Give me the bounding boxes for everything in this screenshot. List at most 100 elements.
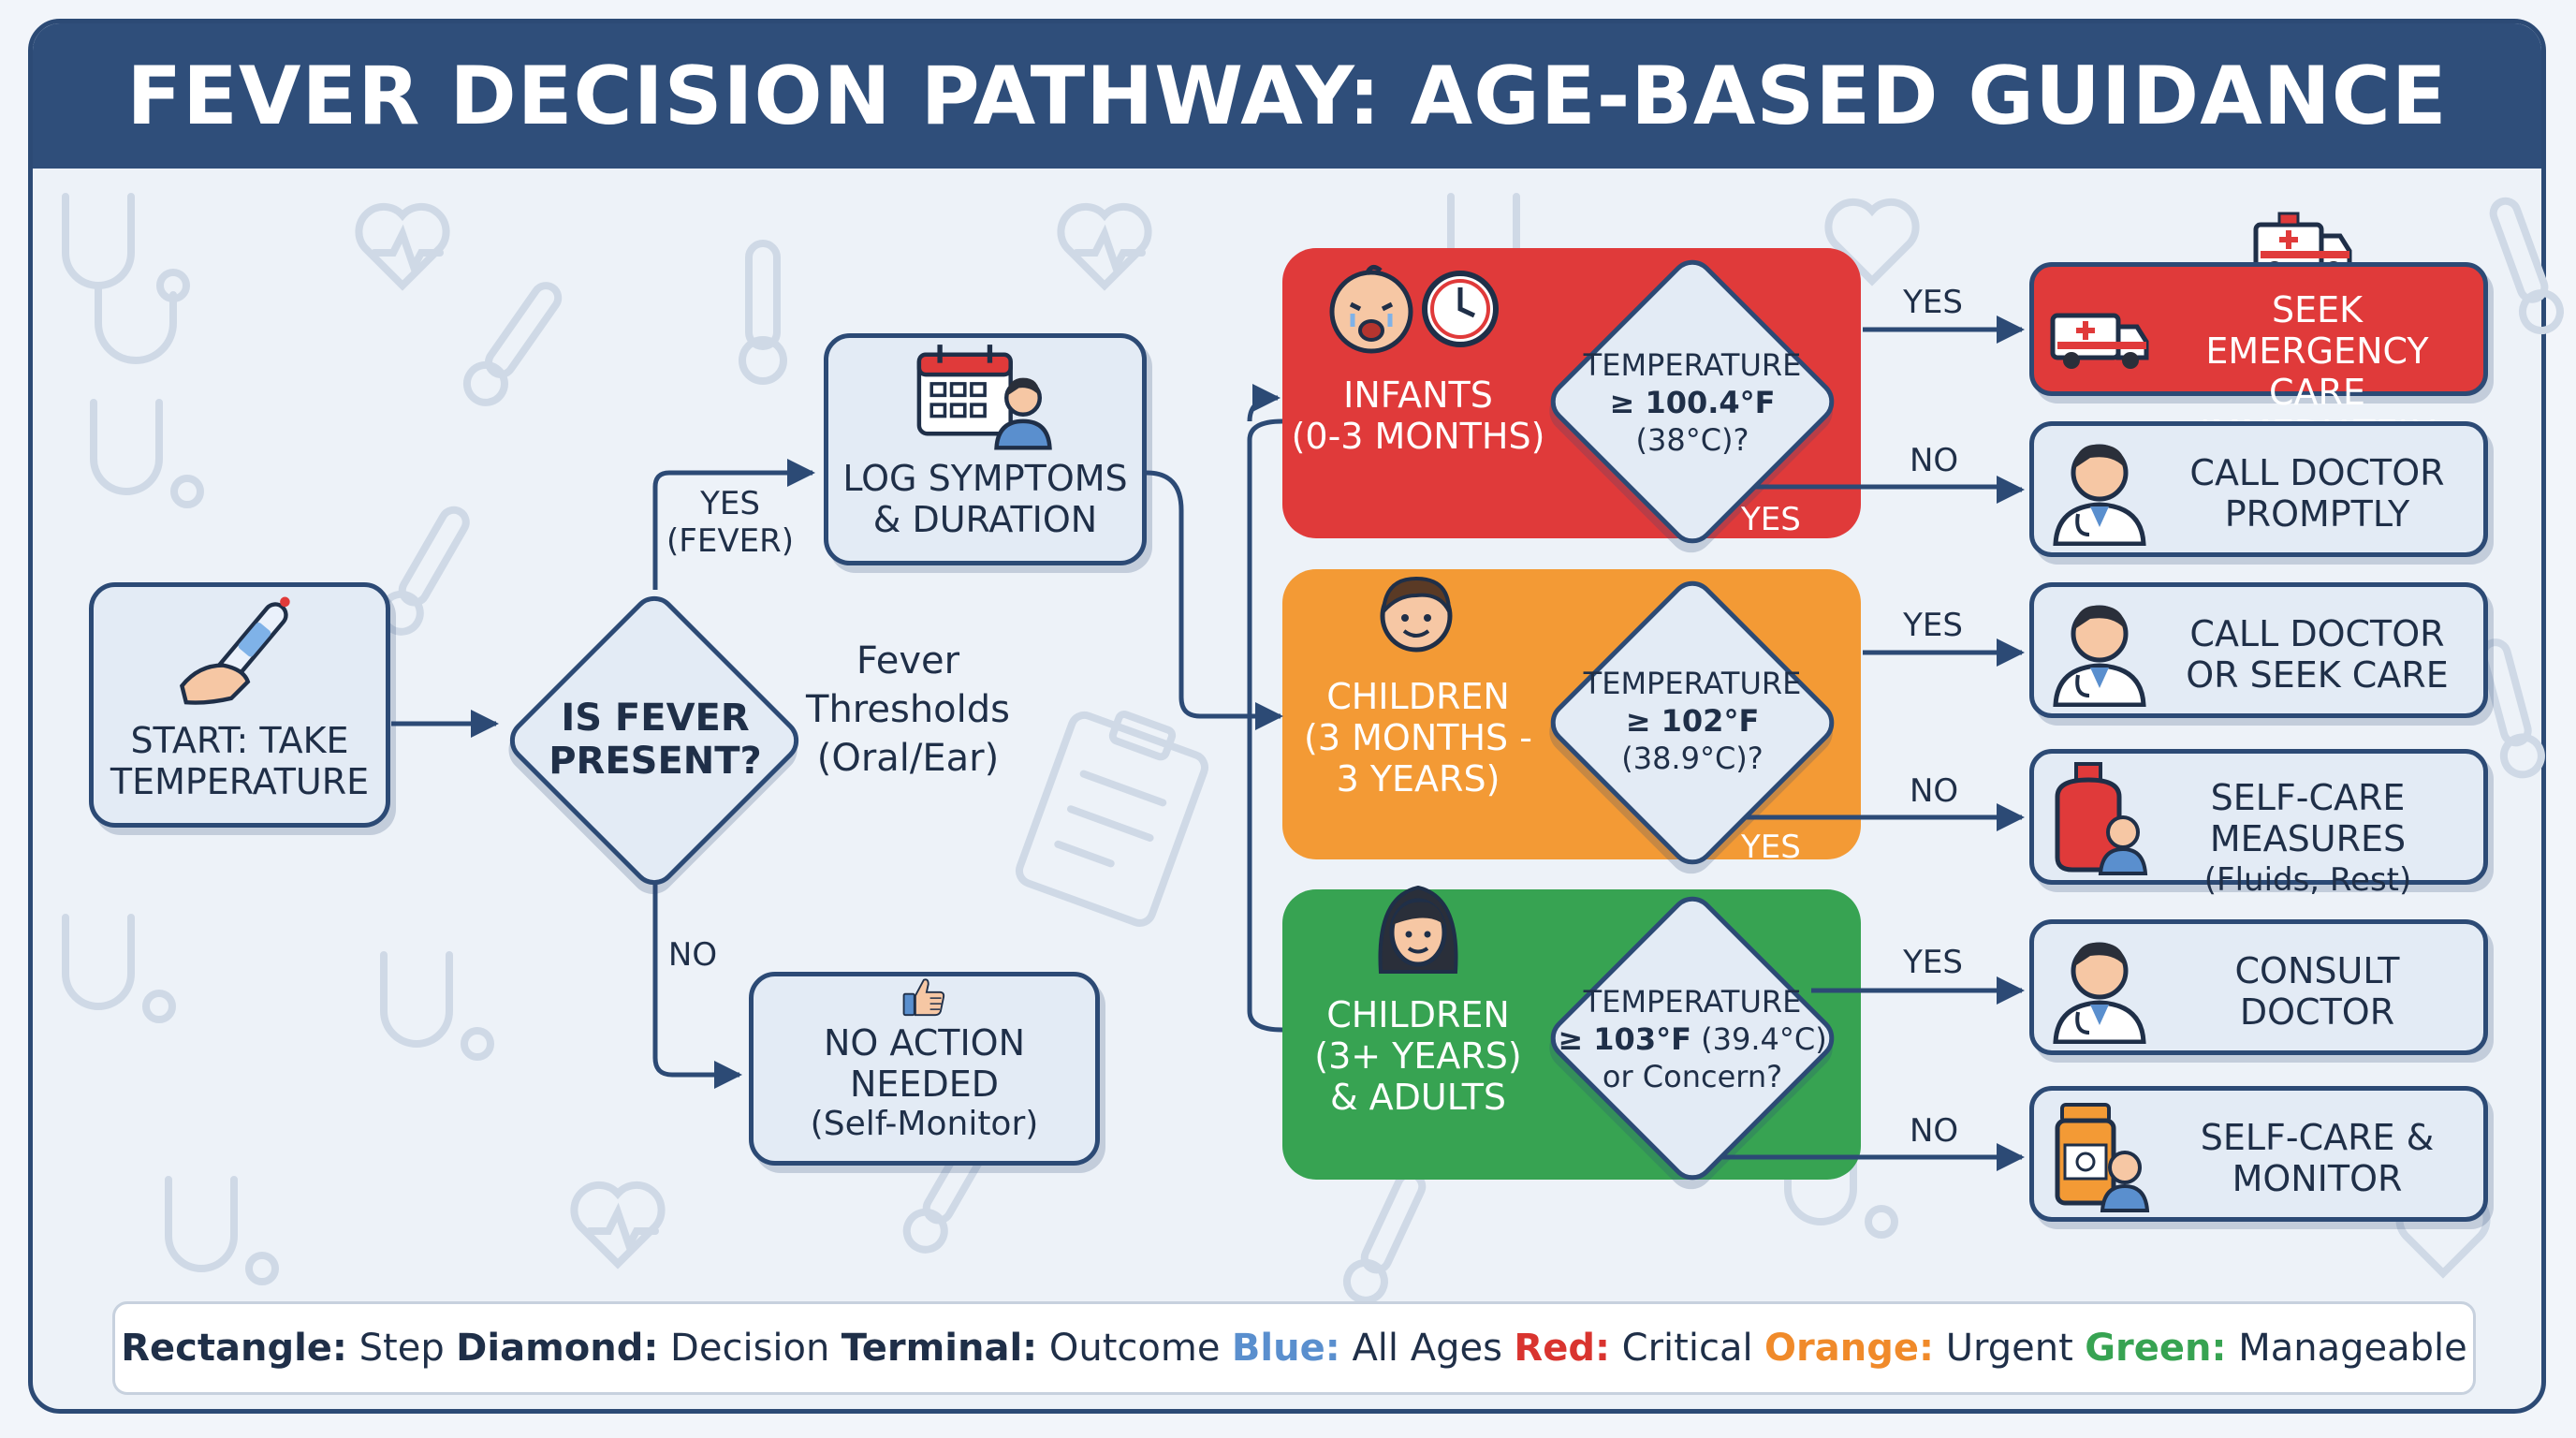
legend-dia-value: Decision — [670, 1327, 830, 1370]
legend-rect-value: Step — [359, 1327, 445, 1370]
infants-label-line2: (0-3 MONTHS) — [1291, 416, 1545, 457]
adults-no-edge-label: NO — [1910, 1112, 1959, 1150]
children-no-edge-label: NO — [1910, 772, 1959, 810]
legend-green-value: Manageable — [2238, 1327, 2467, 1370]
thresholds-line3: (Oral/Ear) — [816, 737, 1000, 780]
thermometer-bg-icon — [739, 240, 787, 385]
fever-q-line2: PRESENT? — [549, 740, 762, 783]
emergency-line1: SEEK EMERGENCY — [2205, 289, 2429, 372]
children-temp-label: TEMPERATURE ≥ 102°F (38.9°C)? — [1561, 660, 1823, 782]
thumbs-up-icon — [902, 978, 944, 1017]
edge-label-no-fever: NO — [667, 936, 718, 974]
adults-label-line2: (3+ YEARS) — [1314, 1035, 1522, 1077]
outcome-call-doctor-or-seek-care: CALL DOCTOR OR SEEK CARE — [2029, 582, 2488, 718]
doctor-icon-2 — [2053, 605, 2146, 707]
legend-bar: Rectangle: Step Diamond: Decision Termin… — [112, 1301, 2476, 1395]
yes-fever-line2: (FEVER) — [666, 522, 794, 560]
ambulance-top-icon — [2253, 212, 2352, 278]
call-prompt-line2: PROMPTLY — [2224, 493, 2410, 535]
ambulance-icon — [2050, 313, 2149, 369]
heart-bg-icon-4 — [570, 1181, 666, 1269]
children-q-line2: ≥ 102°F — [1625, 703, 1760, 739]
outcome-self-care-monitor: SELF-CARE & MONITOR — [2029, 1086, 2488, 1222]
children-q-line1: TEMPERATURE — [1583, 666, 1802, 701]
stethoscope-bg-icon — [62, 193, 190, 364]
thermometer-bg-icon-3 — [2489, 197, 2564, 335]
no-action-line2: (Self-Monitor) — [810, 1105, 1039, 1143]
adults-label-line1: CHILDREN — [1326, 994, 1510, 1035]
infants-yes-edge-label: YES — [1903, 284, 1963, 321]
edge-infants-no — [1690, 476, 2025, 504]
consult-line2: DOCTOR — [2239, 991, 2395, 1033]
edge-log-to-groups — [1146, 470, 1283, 730]
outcome-emergency: SEEK EMERGENCY CARE IMMEDIATELY — [2029, 262, 2488, 454]
legend-blue-key: Blue: — [1231, 1327, 1340, 1370]
doctor-icon-3 — [2053, 942, 2146, 1044]
legend-blue-value: All Ages — [1352, 1327, 1502, 1370]
heart-bg-icon-2 — [1057, 202, 1152, 291]
infants-temp-label: TEMPERATURE ≥ 100.4°F (38°C)? — [1561, 342, 1823, 463]
legend-orange-key: Orange: — [1764, 1327, 1934, 1370]
outcome-consult-doctor: CONSULT DOCTOR — [2029, 919, 2488, 1055]
thermometer-hand-icon — [180, 596, 290, 705]
outcome-call-doctor-promptly: CALL DOCTOR PROMPTLY — [2029, 421, 2488, 557]
children-yes-edge-label: YES — [1903, 607, 1963, 644]
stethoscope-bg-icon-7 — [1784, 1129, 1898, 1239]
doctor-icon — [2053, 444, 2146, 546]
infants-q-line2: ≥ 100.4°F — [1609, 385, 1776, 420]
thermometer-bg-icon-2 — [462, 282, 563, 406]
consult-text: CONSULT DOCTOR — [2156, 950, 2479, 1033]
thermometer-bg-icon-5 — [2479, 638, 2545, 779]
log-symptoms-node: LOG SYMPTOMS & DURATION — [824, 333, 1147, 565]
call-care-text: CALL DOCTOR OR SEEK CARE — [2156, 613, 2479, 696]
infants-label: INFANTS (0-3 MONTHS) — [1287, 374, 1549, 457]
header-bar: FEVER DECISION PATHWAY: AGE-BASED GUIDAN… — [33, 23, 2541, 169]
call-care-line1: CALL DOCTOR — [2189, 613, 2445, 654]
legend-term-key: Terminal: — [841, 1327, 1038, 1370]
adults-q-line2a: ≥ 103°F — [1558, 1021, 1691, 1057]
start-node: START: TAKE TEMPERATURE — [89, 582, 390, 828]
children-label-line1: CHILDREN — [1326, 676, 1510, 717]
medicine-bottle-icon — [2055, 1103, 2150, 1212]
children-label-line2: (3 MONTHS - — [1304, 717, 1532, 758]
edge-fever-no — [652, 863, 742, 1089]
fever-thresholds-note: Fever Thresholds (Oral/Ear) — [805, 637, 1011, 783]
monitor-line2: MONITOR — [2232, 1158, 2403, 1199]
stethoscope-bg-icon-3 — [90, 399, 204, 508]
log-label-line1: LOG SYMPTOMS — [842, 458, 1128, 499]
thresholds-line2: Thresholds — [806, 688, 1010, 731]
start-label-line2: TEMPERATURE — [110, 761, 370, 802]
consult-line1: CONSULT — [2234, 950, 2400, 991]
outcome-self-care-measures: SELF-CARE MEASURES (Fluids, Rest) — [2029, 749, 2488, 899]
adults-q-line1: TEMPERATURE — [1583, 984, 1802, 1020]
heart-bg-icon-3 — [1824, 198, 1920, 286]
monitor-line1: SELF-CARE & — [2200, 1117, 2435, 1158]
monitor-text: SELF-CARE & MONITOR — [2156, 1117, 2479, 1199]
hot-water-bottle-icon — [2055, 762, 2148, 875]
children-label-line3: 3 YEARS) — [1336, 758, 1500, 800]
infants-q-line3: (38°C)? — [1635, 422, 1749, 458]
self-care-line2: (Fluids, Rest) — [2203, 861, 2412, 899]
yes-fever-line1: YES — [700, 485, 760, 522]
legend-rect-key: Rectangle: — [121, 1327, 347, 1370]
call-prompt-text: CALL DOCTOR PROMPTLY — [2156, 452, 2479, 535]
legend-terminal: Terminal: Outcome — [842, 1327, 1221, 1370]
legend-rectangle: Rectangle: Step — [121, 1327, 445, 1370]
stethoscope-bg-icon-4 — [62, 914, 176, 1023]
infants-yes-label: YES — [1741, 501, 1801, 538]
legend-term-value: Outcome — [1048, 1327, 1221, 1370]
woman-icon — [1378, 885, 1458, 974]
no-action-node: NO ACTION NEEDED (Self-Monitor) — [749, 972, 1100, 1166]
infants-no-edge-label: NO — [1910, 442, 1959, 479]
legend-red-value: Critical — [1621, 1327, 1753, 1370]
edge-branch-infants-arrow — [1247, 384, 1281, 422]
child-face-icon — [1380, 576, 1453, 653]
legend-green: Green: Manageable — [2085, 1327, 2467, 1370]
page-title: FEVER DECISION PATHWAY: AGE-BASED GUIDAN… — [126, 49, 2448, 143]
self-care-text: SELF-CARE MEASURES (Fluids, Rest) — [2128, 777, 2488, 901]
clipboard-bg-icon — [1015, 710, 1209, 927]
log-label-line2: & DURATION — [872, 499, 1098, 540]
legend-diamond: Diamond: Decision — [456, 1327, 829, 1370]
adults-label-line3: & ADULTS — [1329, 1077, 1507, 1118]
